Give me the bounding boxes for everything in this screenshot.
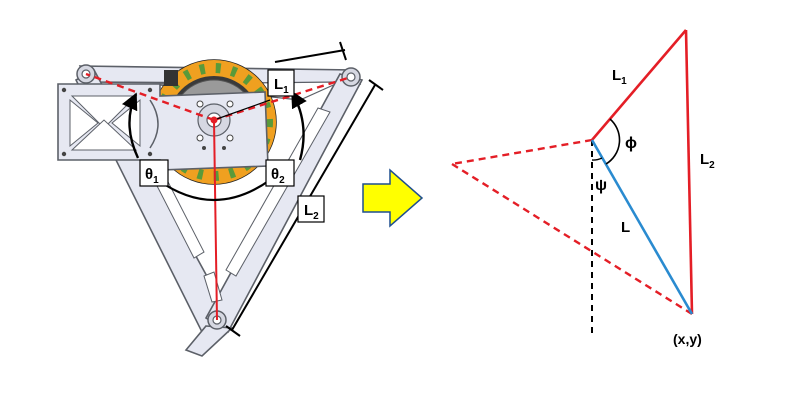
svg-text:L2: L2 <box>700 151 715 171</box>
phi-angle-arc <box>605 118 621 165</box>
mirror-link-upper-line <box>451 138 593 166</box>
svg-text:L1: L1 <box>612 67 627 87</box>
label-l1-right-main: L <box>612 67 621 84</box>
label-theta1-box: θ1 <box>139 159 169 187</box>
label-l2-right-sub: 2 <box>709 160 715 171</box>
label-l1-box: L1 <box>267 69 295 97</box>
psi-angle-arc <box>591 157 603 161</box>
label-theta1-sub: 1 <box>153 175 159 186</box>
mirror-link-lower-line <box>451 162 693 316</box>
label-psi: ψ <box>595 177 607 194</box>
label-l1-main: L <box>274 76 283 93</box>
svg-text:θ2: θ2 <box>271 166 285 186</box>
label-l1-sub: 1 <box>283 85 289 96</box>
svg-text:L1: L1 <box>274 76 289 96</box>
label-phi: ϕ <box>625 135 637 152</box>
label-l2-right-main: L <box>700 151 709 168</box>
kinematic-overlay <box>85 72 352 321</box>
link-l2-line <box>684 29 694 315</box>
label-l-virtual: L <box>621 219 630 236</box>
leg-mechanism-illustration: L1 θ1 θ2 L2 <box>57 41 384 357</box>
link-l1-line <box>591 29 687 141</box>
label-l2-main: L <box>304 202 313 219</box>
svg-text:L2: L2 <box>304 202 319 222</box>
label-l2-sub: 2 <box>313 211 319 222</box>
label-theta2-box: θ2 <box>265 159 295 187</box>
label-theta1-main: θ <box>145 166 153 183</box>
hip-frame-plate <box>57 83 269 171</box>
label-theta2-main: θ <box>271 166 279 183</box>
svg-text:θ1: θ1 <box>145 166 159 186</box>
label-l1-right-sub: 1 <box>621 76 627 87</box>
kinematic-schematic: L1 L2 L ϕ ψ (x,y) <box>451 29 715 347</box>
label-endpoint: (x,y) <box>673 331 702 347</box>
label-l2-box: L2 <box>297 195 325 223</box>
transition-arrow <box>362 168 424 228</box>
label-theta2-sub: 2 <box>279 175 285 186</box>
virtual-leg-l-line <box>590 139 694 315</box>
angle-arcs <box>121 90 307 202</box>
